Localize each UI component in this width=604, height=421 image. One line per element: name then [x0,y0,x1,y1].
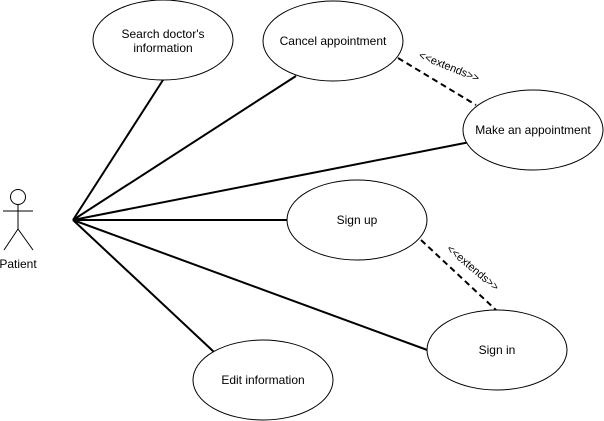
use-case-sign-in[interactable]: Sign in [426,309,568,391]
actor-patient-figure[interactable] [3,189,34,251]
use-case-make-appointment[interactable]: Make an appointment [462,89,604,171]
extend-label-cancel-make: <<extends>> [417,50,481,85]
use-case-signin-label: Sign in [479,343,516,357]
association-signin [72,219,431,352]
extend-line-cancel-make [397,57,477,106]
use-case-search-doctor[interactable]: Search doctor's information [92,0,234,81]
use-case-edit-label: Edit information [221,373,304,387]
actor-right-leg [17,228,34,251]
actor-head [10,189,26,205]
association-make [72,141,471,221]
use-case-make-label: Make an appointment [475,123,591,137]
association-search [72,79,164,221]
use-case-sign-up[interactable]: Sign up [286,179,428,261]
extend-line-signup-signin [420,239,497,311]
use-case-search-label-line2: information [133,41,192,55]
use-case-edit-information[interactable]: Edit information [192,339,334,421]
association-edit [72,219,215,353]
use-case-signup-label: Sign up [337,213,378,227]
use-case-search-label-line1: Search doctor's [122,27,205,41]
actor-left-leg [3,228,19,251]
use-case-cancel-label: Cancel appointment [280,34,387,48]
use-case-cancel-appointment[interactable]: Cancel appointment [262,0,404,82]
association-cancel [72,75,297,221]
actor-name-label: Patient [0,257,37,271]
